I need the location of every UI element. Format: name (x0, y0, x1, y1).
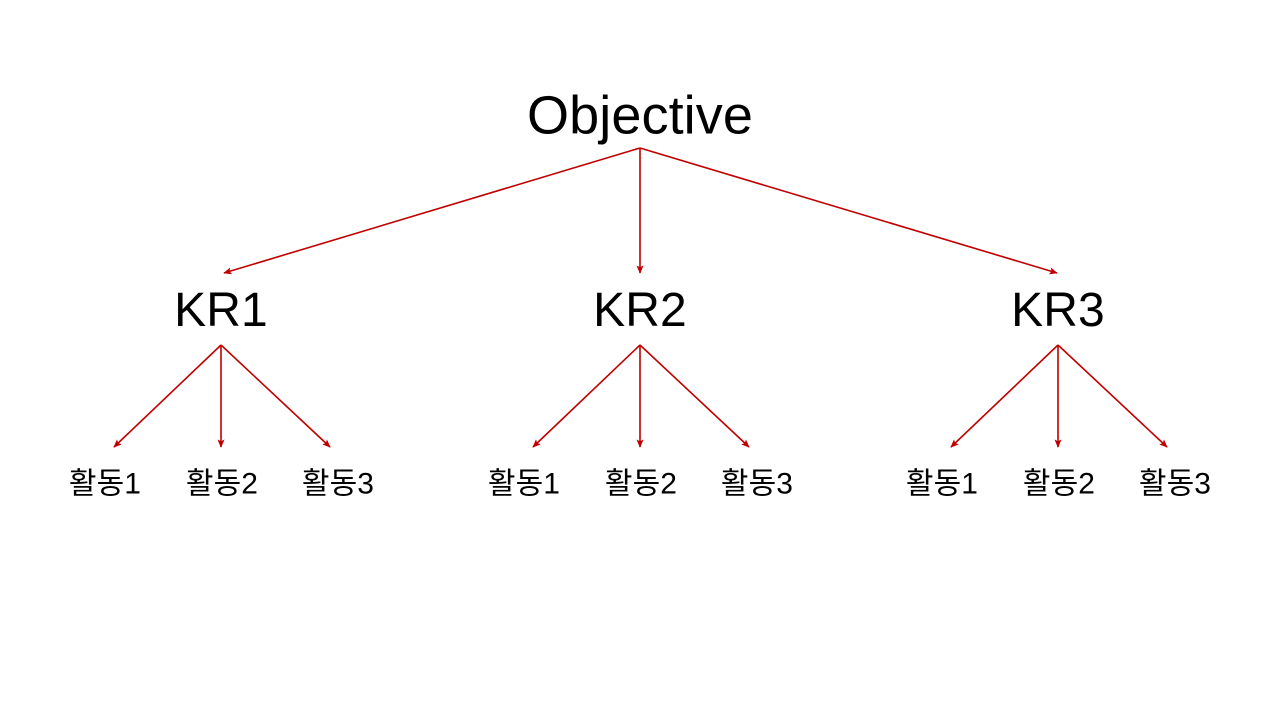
node-kr3-act2: 활동2 (1022, 467, 1096, 501)
connector-kr3-to-activity1 (950, 344, 1059, 448)
node-kr1-act3: 활동3 (301, 467, 375, 501)
connector-objective-to-kr3 (639, 147, 1058, 275)
node-kr3: KR3 (1011, 283, 1105, 337)
node-kr2-act1: 활동1 (487, 467, 561, 501)
connector-kr3-to-activity3 (1057, 344, 1168, 448)
node-objective: Objective (527, 85, 753, 146)
node-kr3-act3: 활동3 (1138, 467, 1212, 501)
connector-kr1-to-activity3 (220, 344, 331, 448)
node-kr1-act1: 활동1 (68, 467, 142, 501)
node-kr2-act3: 활동3 (720, 467, 794, 501)
connector-kr1-to-activity1 (113, 344, 222, 448)
node-kr1: KR1 (174, 283, 268, 337)
connector-objective-to-kr1 (223, 147, 641, 275)
node-kr1-act2: 활동2 (185, 467, 259, 501)
connector-kr2-to-activity3 (639, 344, 750, 448)
node-kr3-act1: 활동1 (905, 467, 979, 501)
connector-kr2-to-activity1 (532, 344, 641, 448)
node-kr2: KR2 (593, 283, 687, 337)
node-kr2-act2: 활동2 (604, 467, 678, 501)
